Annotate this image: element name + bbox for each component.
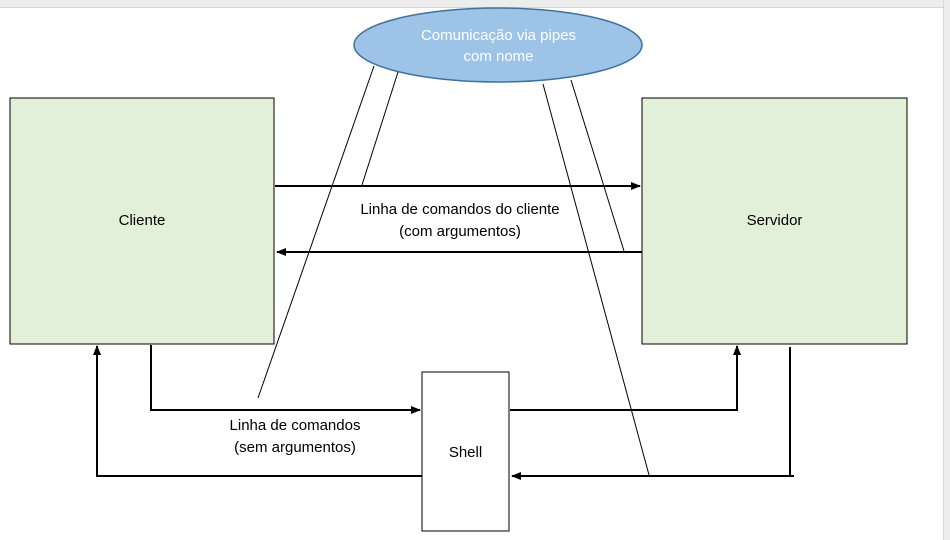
pipe-line-right-outer (570, 79, 625, 252)
no-args-line1: Linha de comandos (229, 417, 361, 434)
shell-label: Shell (448, 444, 483, 461)
pipes-ellipse-label: Comunicação via pipes com nome (355, 25, 642, 67)
arrow-shell-to-servidor (510, 345, 741, 411)
arrow-cliente-to-shell (150, 345, 421, 414)
no-args-line2: (sem argumentos) (234, 439, 356, 456)
pipes-label-line1: Comunicação via pipes (420, 27, 577, 44)
client-args-line2: (com argumentos) (399, 223, 521, 240)
cliente-box (9, 97, 275, 345)
pipes-ellipse (353, 7, 643, 83)
arrow-shell-to-cliente (93, 345, 422, 477)
client-args-line1: Linha de comandos do cliente (360, 201, 560, 218)
arrow-servidor-to-shell (511, 347, 791, 480)
servidor-box (641, 97, 908, 345)
client-args-edge-label: Linha de comandos do cliente (com argume… (300, 199, 620, 243)
pipes-label-line2: com nome (463, 48, 534, 65)
window-top-edge (0, 0, 950, 8)
pipe-line-left-outer (257, 65, 375, 399)
no-args-edge-label: Linha de comandos (sem argumentos) (190, 415, 400, 459)
window-right-edge (943, 0, 950, 540)
pipe-line-left-inner (361, 71, 399, 186)
pipe-line-right-inner (542, 83, 650, 476)
servidor-label: Servidor (746, 212, 803, 229)
cliente-label: Cliente (118, 212, 166, 229)
shell-box (421, 371, 510, 532)
